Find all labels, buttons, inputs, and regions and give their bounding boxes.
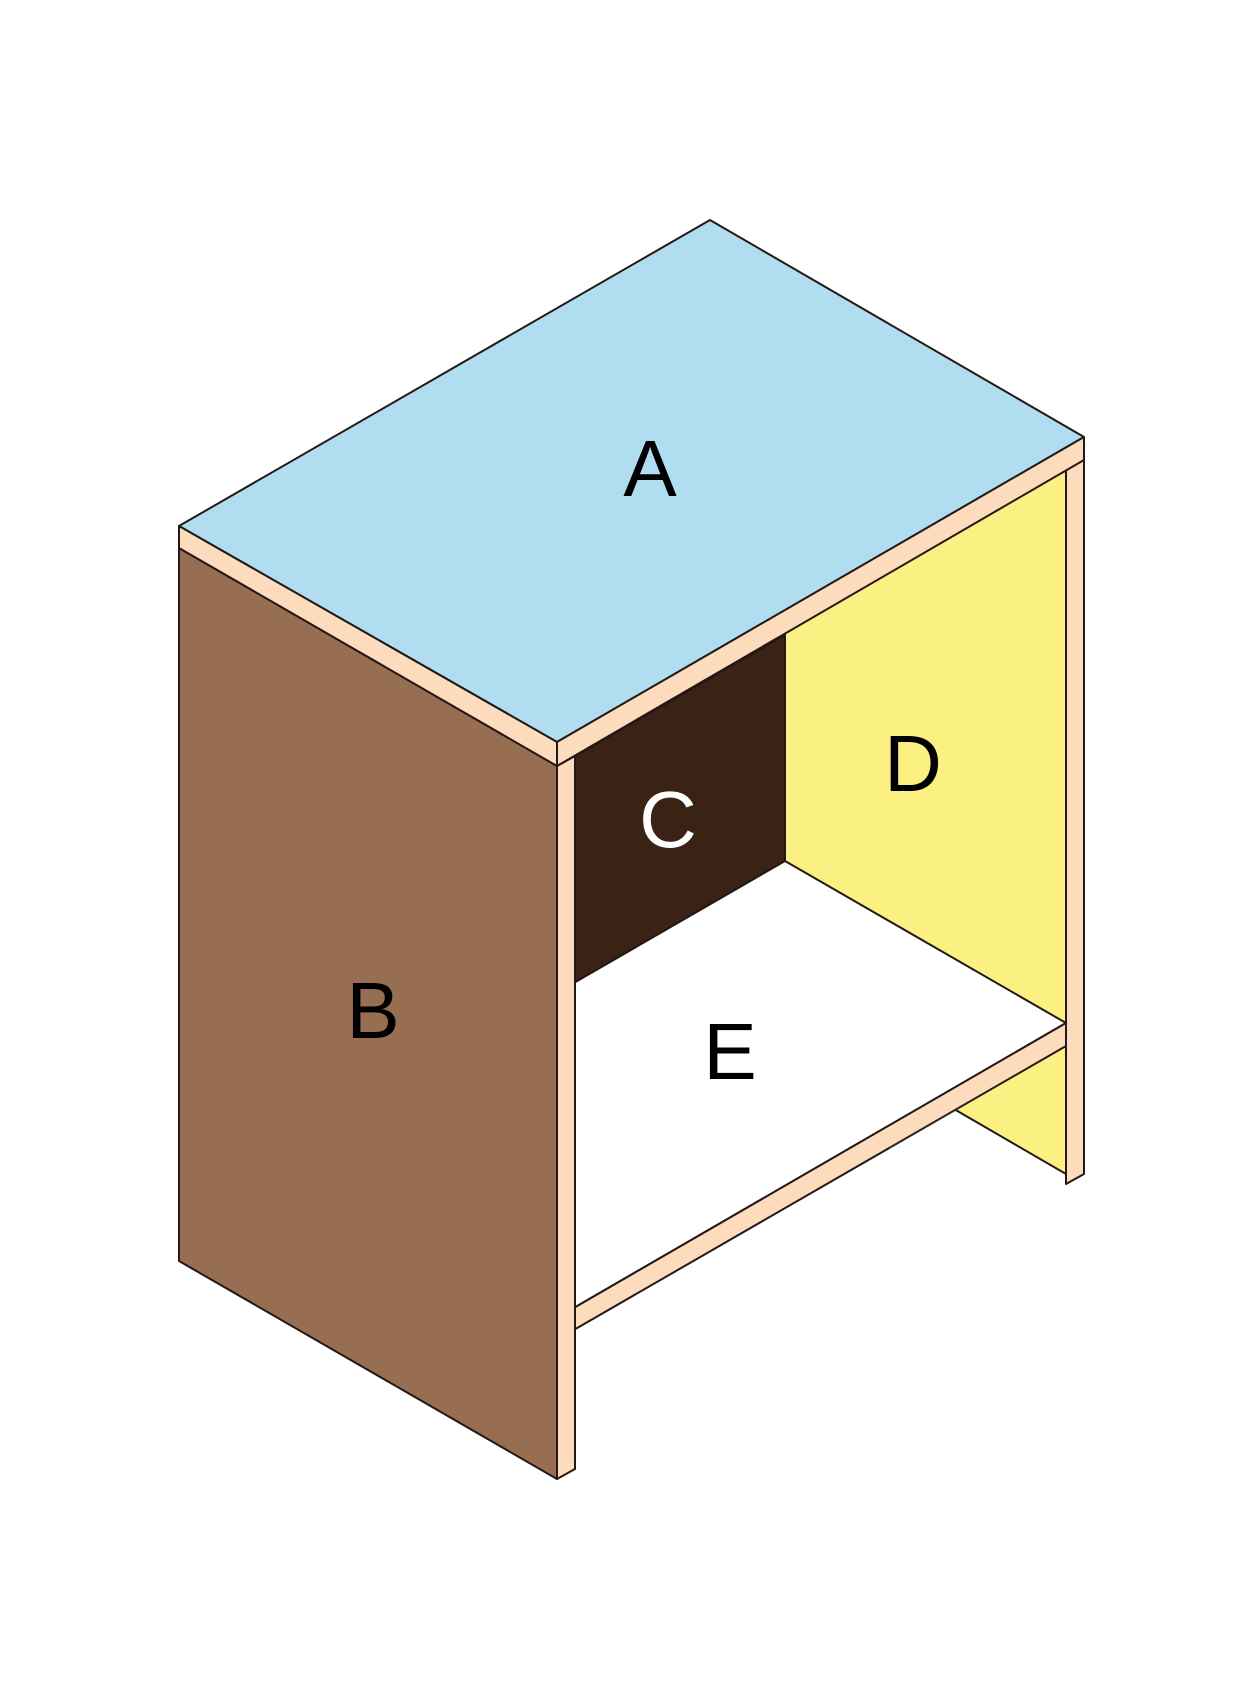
label-d: D	[884, 719, 942, 808]
panel-a-edge-right	[556, 436, 1085, 767]
panel-b-edge	[556, 755, 576, 1480]
label-c: C	[639, 775, 697, 864]
label-e: E	[703, 1007, 756, 1096]
label-b: B	[346, 966, 399, 1055]
panel-d-edge	[1065, 451, 1085, 1185]
shelf-underside-gap	[572, 1046, 1066, 1331]
label-a: A	[623, 424, 677, 513]
